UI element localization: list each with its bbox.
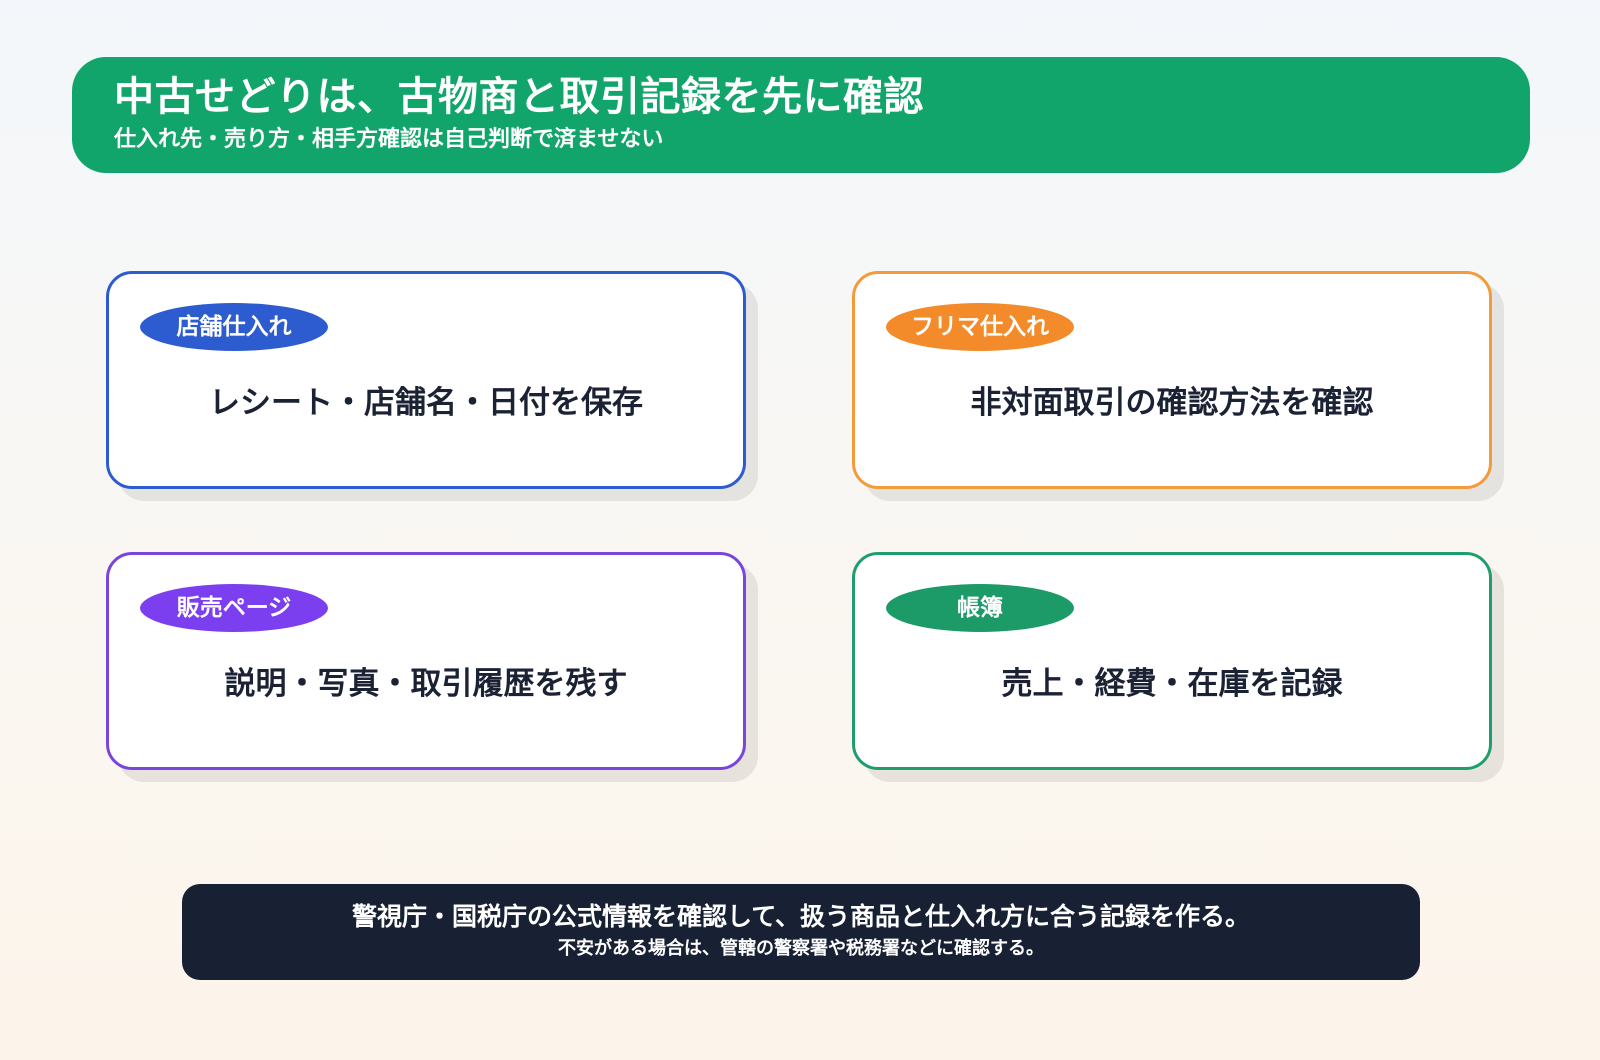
card-text-flea-market-purchase: 非対面取引の確認方法を確認: [970, 385, 1374, 421]
card-ledger: 帳簿 売上・経費・在庫を記録: [852, 552, 1492, 770]
card-tag-ledger: 帳簿: [886, 584, 1074, 632]
footer-note: 警視庁・国税庁の公式情報を確認して、扱う商品と仕入れ方に合う記録を作る。 不安が…: [182, 884, 1420, 980]
card-store-purchase: 店舗仕入れ レシート・店舗名・日付を保存: [106, 271, 746, 489]
footer-main-text: 警視庁・国税庁の公式情報を確認して、扱う商品と仕入れ方に合う記録を作る。: [351, 902, 1250, 931]
page-subtitle: 仕入れ先・売り方・相手方確認は自己判断で済ませない: [114, 127, 664, 152]
card-text-sales-page: 説明・写真・取引履歴を残す: [224, 666, 628, 702]
card-tag-flea-market-purchase: フリマ仕入れ: [886, 303, 1074, 351]
page-title: 中古せどりは、古物商と取引記録を先に確認: [114, 74, 924, 120]
footer-sub-text: 不安がある場合は、管轄の警察署や税務署などに確認する。: [558, 938, 1044, 959]
card-sales-page: 販売ページ 説明・写真・取引履歴を残す: [106, 552, 746, 770]
header-banner: 中古せどりは、古物商と取引記録を先に確認 仕入れ先・売り方・相手方確認は自己判断…: [72, 57, 1530, 173]
card-text-store-purchase: レシート・店舗名・日付を保存: [209, 385, 643, 421]
card-flea-market-purchase: フリマ仕入れ 非対面取引の確認方法を確認: [852, 271, 1492, 489]
card-tag-store-purchase: 店舗仕入れ: [140, 303, 328, 351]
card-tag-sales-page: 販売ページ: [140, 584, 328, 632]
card-text-ledger: 売上・経費・在庫を記録: [1001, 666, 1343, 702]
